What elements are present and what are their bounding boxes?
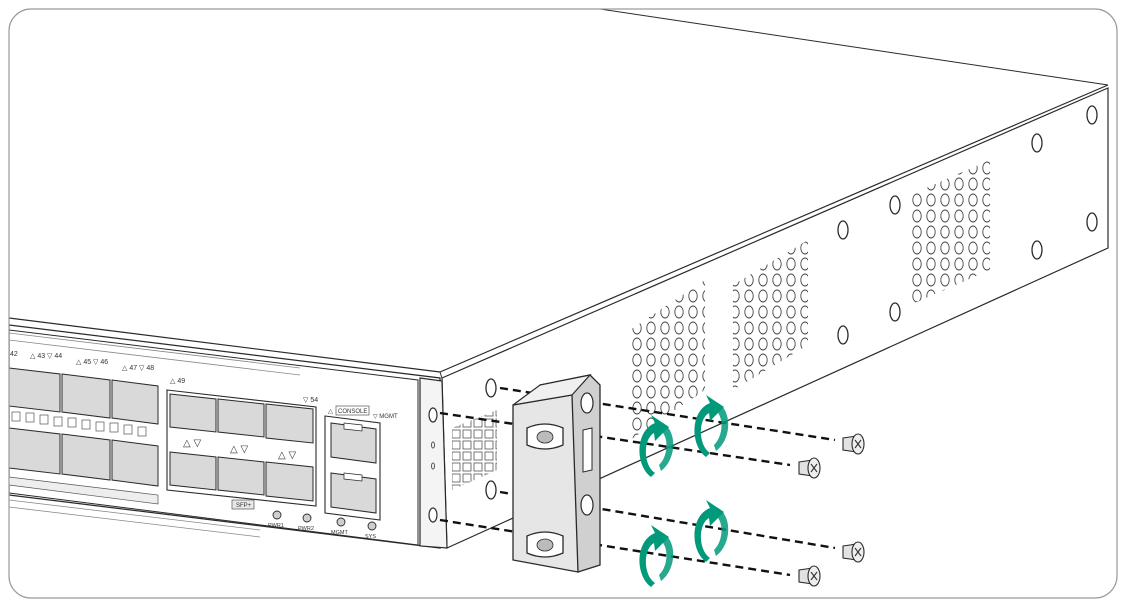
label-port-45-46: △ 45 ▽ 46	[76, 359, 108, 366]
switch-top-surface	[9, 9, 1108, 375]
front-side-vent	[452, 410, 497, 490]
mgmt-top-label: ▽ MGMT	[373, 414, 398, 420]
rotation-arrow-icon	[639, 395, 729, 587]
led-pwr1: PWR1	[268, 523, 284, 529]
uplink-arrows-2: △ ▽	[230, 444, 248, 455]
uplink-ports	[169, 393, 314, 502]
led-sys: SYS	[365, 534, 376, 540]
console-label: CONSOLE	[338, 409, 367, 415]
figure-frame	[8, 8, 1118, 599]
label-port-42: 42	[10, 351, 18, 358]
led-mgmt: MGMT	[331, 530, 348, 536]
uplink-arrows-3: △ ▽	[278, 450, 296, 461]
screw-icon	[798, 433, 865, 587]
label-port-47-48: △ 47 ▽ 48	[122, 365, 154, 372]
sfp-ports-lower	[9, 427, 159, 487]
side-vent-3	[910, 160, 990, 305]
status-leds	[272, 510, 377, 531]
side-vent-1	[630, 280, 705, 440]
sfp-badge	[231, 499, 255, 510]
led-pwr2: PWR2	[298, 526, 314, 532]
mounting-bracket-icon	[512, 374, 601, 573]
label-port-49: △ 49	[170, 378, 185, 385]
label-port-54: ▽ 54	[303, 397, 318, 404]
console-arrow: △	[328, 408, 334, 415]
sfp-label: SFP+	[236, 503, 252, 509]
uplink-arrows-1: △ ▽	[183, 438, 201, 449]
side-vent-2	[733, 240, 808, 390]
front-ribs	[9, 332, 301, 376]
label-port-43-44: △ 43 ▽ 44	[30, 353, 62, 360]
sfp-ports-upper	[9, 367, 159, 425]
led-row	[11, 411, 147, 437]
side-holes	[485, 105, 1098, 500]
